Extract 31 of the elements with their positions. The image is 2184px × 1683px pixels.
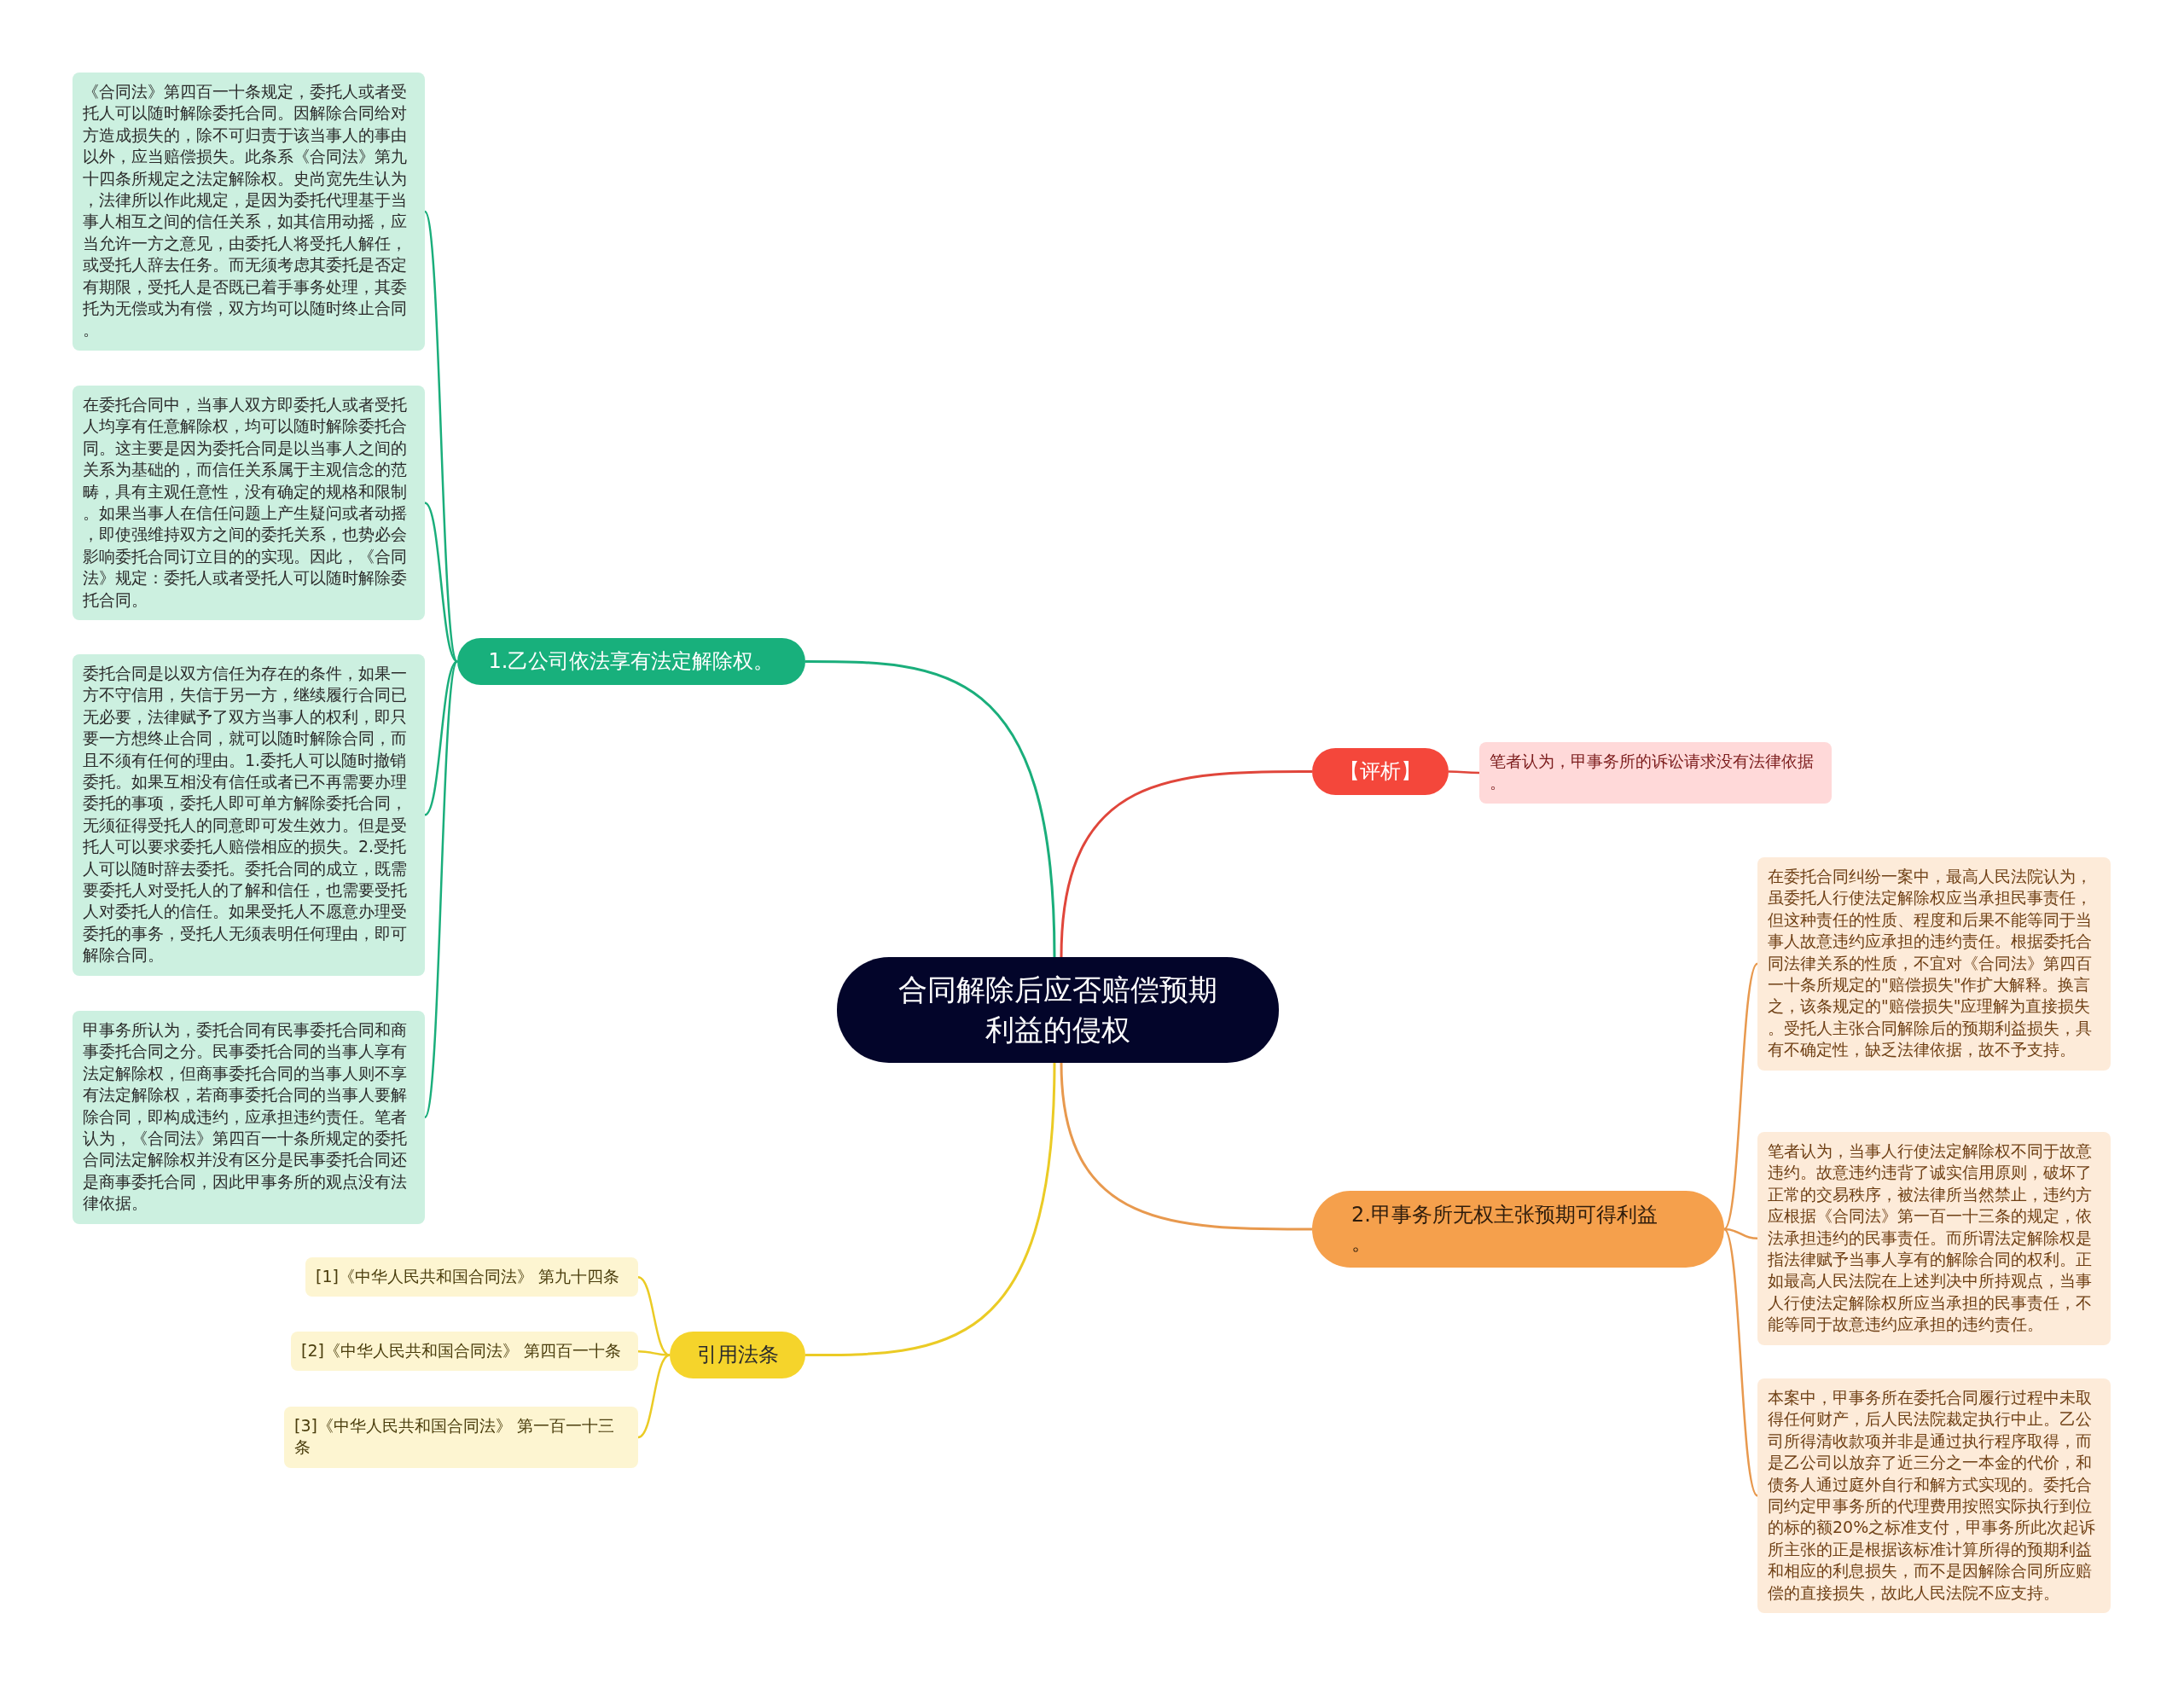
connector-line (637, 1276, 671, 1356)
connector-line (805, 660, 1056, 958)
connector-line (424, 660, 458, 816)
connector-line (1060, 770, 1312, 958)
note-card: 委托合同是以双方信任为存在的条件，如果一方不守信用，失信于另一方，继续履行合同已无必要，法律赋予了双方当事人的权利，即只要一方想终止合同，就可以随时解除合同，而且不须有任何的理由。1.委托人可以随时撤销委托。如果互相没有信任或者已不再需要办理委托的事项，委托人即可单方解除委托合同，无须征得受托人的同意即可发生效力。但是受托人可以要求委托人赔偿相应的损失。2.受托人可以随时辞去委托。委托合同的成立，既需要委托人对受托人的了解和信任，也需要受托人对委托人的信任。如果受托人不愿意办理受委托的事务，受托人无须表明任何理由，即可解除合同。 (73, 654, 425, 976)
note-card: 甲事务所认为，委托合同有民事委托合同和商事委托合同之分。民事委托合同的当事人享有法定解除权，但商事委托合同的当事人则不享有法定解除权，若商事委托合同的当事人要解除合同，即构成违约，应承担违约责任。笔者认为，《合同法》第四百一十条所规定的委托合同法定解除权并没有区分是民事委托合同还是商事委托合同，因此甲事务所的观点没有法律依据。 (73, 1011, 425, 1224)
reference-card: [3]《中华人民共和国合同法》 第一百一十三条 (284, 1407, 638, 1468)
note-card: 在委托合同纠纷一案中，最高人民法院认为，虽委托人行使法定解除权应当承担民事责任，但这种责任的性质、程度和后果不能等同于当事人故意违约应承担的违约责任。根据委托合同法律关系的性质，不宜对《合同法》第四百一十条所规定的"赔偿损失"作扩大解释。换言之，该条规定的"赔偿损失"应理解为直接损失。受托人主张合同解除后的预期利益损失，具有不确定性，缺乏法律依据，故不予支持。 (1757, 857, 2111, 1071)
note-card: 笔者认为，甲事务所的诉讼请求没有法律依据。 (1479, 742, 1832, 804)
connector-line (423, 661, 459, 1118)
note-card: 本案中，甲事务所在委托合同履行过程中未取得任何财产，后人民法院裁定执行中止。乙公司所得清收款项并非是通过执行程序取得，而是乙公司以放弃了近三分之一本金的代价，和债务人通过庭外自行和解方式实现的。委托合同约定甲事务所的代理费用按照实际执行到位的标的额20%之标准支付，甲事务所此次起诉所主张的正是根据该标准计算所得的预期利益和相应的利息损失，而不是因解除合同所应赔偿的直接损失，故此人民法院不应支持。 (1757, 1378, 2111, 1614)
reference-card: [1]《中华人民共和国合同法》 第九十四条 (305, 1257, 638, 1297)
connector-line (423, 211, 459, 663)
connector-line (424, 502, 458, 663)
connector-line (1723, 1227, 1758, 1240)
connector-line (1449, 770, 1479, 775)
branch-topic: 【评析】 (1312, 748, 1449, 796)
central-topic: 合同解除后应否赔偿预期利益的侵权 (837, 957, 1279, 1063)
connector-line (1723, 963, 1758, 1230)
connector-line (637, 1354, 671, 1439)
note-card: 《合同法》第四百一十条规定，委托人或者受托人可以随时解除委托合同。因解除合同给对方造成损失的，除不可归责于该当事人的事由以外，应当赔偿损失。此条系《合同法》第九十四条所规定之法定解除权。史尚宽先生认为，法律所以作此规定，是因为委托代理基于当事人相互之间的信任关系，如其信用动摇，应当允许一方之意见，由委托人将受托人解任，或受托人辞去任务。而无须考虑其委托是否定有期限，受托人是否既已着手事务处理，其委托为无偿或为有偿，双方均可以随时终止合同。 (73, 73, 425, 351)
connector-line (1723, 1228, 1758, 1497)
branch-topic: 2.甲事务所无权主张预期可得利益。 (1312, 1191, 1724, 1268)
connector-line (1060, 1062, 1312, 1231)
branch-topic: 1.乙公司依法享有法定解除权。 (457, 638, 805, 686)
note-card: 笔者认为，当事人行使法定解除权不同于故意违约。故意违约违背了诚实信用原则，破坏了正常的交易秩序，被法律所当然禁止，违约方应根据《合同法》第一百一十三条的规定，依法承担违约的民事责任。而所谓法定解除权是指法律赋予当事人享有的解除合同的权利。正如最高人民法院在上述判决中所持观点，当事人行使法定解除权所应当承担的民事责任，不能等同于故意违约应承担的违约责任。 (1757, 1132, 2111, 1345)
branch-topic: 引用法条 (670, 1332, 805, 1379)
note-card: 在委托合同中，当事人双方即委托人或者受托人均享有任意解除权，均可以随时解除委托合同。这主要是因为委托合同是以当事人之间的关系为基础的，而信任关系属于主观信念的范畴，具有主观任意性，没有确定的规格和限制。如果当事人在信任问题上产生疑问或者动摇，即使强维持双方之间的委托关系，也势必会影响委托合同订立目的的实现。因此，《合同法》规定：委托人或者受托人可以随时解除委托合同。 (73, 386, 425, 621)
connector-line (805, 1062, 1056, 1357)
reference-card: [2]《中华人民共和国合同法》 第四百一十条 (291, 1332, 638, 1372)
connector-line (637, 1349, 671, 1356)
